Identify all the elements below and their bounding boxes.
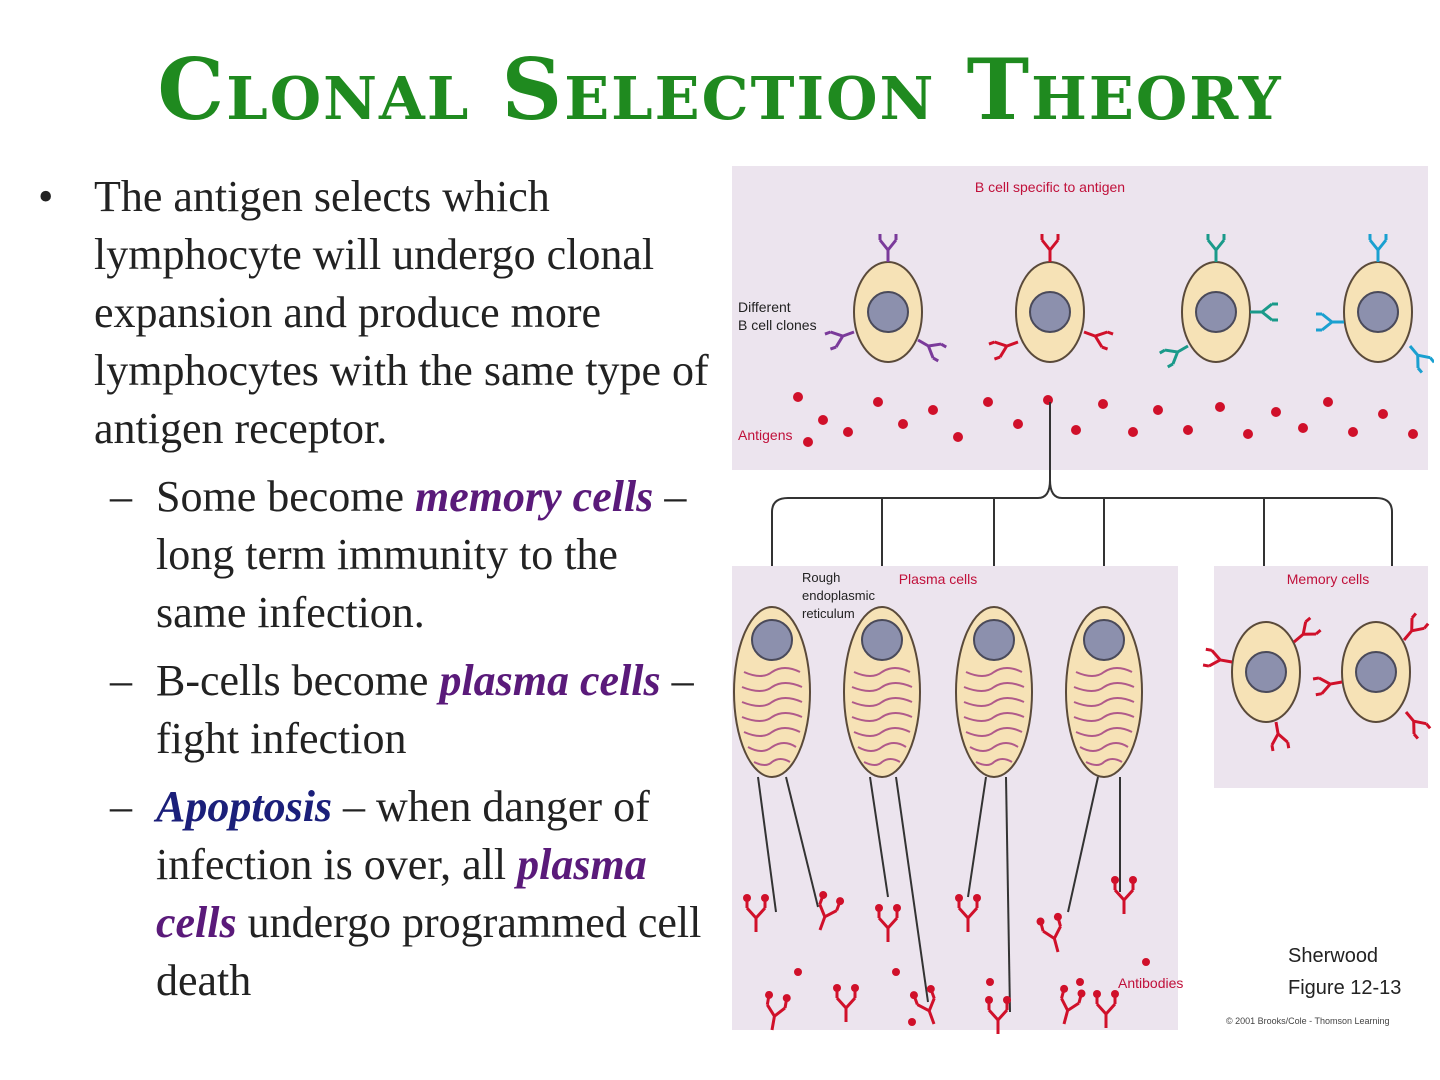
memory-label: Memory cells xyxy=(1287,571,1369,587)
antibodies-label: Antibodies xyxy=(1118,975,1183,991)
sub-bullet-apoptosis: – Apoptosis – when danger of infection i… xyxy=(38,778,718,1010)
apoptosis-term: Apoptosis xyxy=(156,782,333,831)
credit-1: Sherwood xyxy=(1288,945,1378,967)
sub-bullet-memory: – Some become memory cells – long term i… xyxy=(38,468,718,642)
plasma-cells-term: plasma cells xyxy=(439,656,661,705)
plasma-label: Plasma cells xyxy=(899,571,978,587)
rer-label-1: Rough xyxy=(802,570,840,585)
bullet-dot: • xyxy=(38,172,54,221)
dash-marker: – xyxy=(110,656,132,705)
clones-label-2: B cell clones xyxy=(738,317,817,333)
sub1-pre: Some become xyxy=(156,472,416,521)
plasma-cell-4 xyxy=(1065,606,1143,778)
clones-label-1: Different xyxy=(738,299,791,315)
sub3-mid: – when danger of infection is over, all xyxy=(156,782,650,889)
dash-marker: – xyxy=(110,472,132,521)
rer-label-3: reticulum xyxy=(802,606,855,621)
plasma-cell-2 xyxy=(843,606,921,778)
plasma-cell-3 xyxy=(955,606,1033,778)
sub-bullet-plasma: – B-cells become plasma cells – fight in… xyxy=(38,652,718,768)
antibody-arrows xyxy=(757,776,1121,1013)
top-label: B cell specific to antigen xyxy=(975,179,1125,195)
free-antigens xyxy=(794,958,1150,1026)
sub3-post: undergo programmed cell death xyxy=(156,898,702,1005)
rer-label-2: endoplasmic xyxy=(802,588,875,603)
antigen-dots xyxy=(793,392,1418,447)
clonal-selection-figure: B cell specific to antigen Different B c… xyxy=(728,162,1434,1038)
bullet-main: • The antigen selects which lymphocyte w… xyxy=(38,168,718,458)
bullet-main-text: The antigen selects which lymphocyte wil… xyxy=(94,172,709,453)
sub1-post: – long term immunity to the same infecti… xyxy=(156,472,687,637)
dash-marker: – xyxy=(110,782,132,831)
plasma-cell-1 xyxy=(733,606,811,778)
plasma-cells-term-2: plasma cells xyxy=(156,840,647,947)
credit-2: Figure 12-13 xyxy=(1288,977,1401,999)
memory-cells-term: memory cells xyxy=(415,472,654,521)
copyright: © 2001 Brooks/Cole - Thomson Learning xyxy=(1226,1016,1390,1026)
antigens-label: Antigens xyxy=(738,427,792,443)
sub2-post: – fight infection xyxy=(156,656,694,763)
bullet-list: • The antigen selects which lymphocyte w… xyxy=(38,168,718,1010)
slide-title: Clonal Selection Theory xyxy=(157,40,1283,139)
sub2-pre: B-cells become xyxy=(156,656,440,705)
